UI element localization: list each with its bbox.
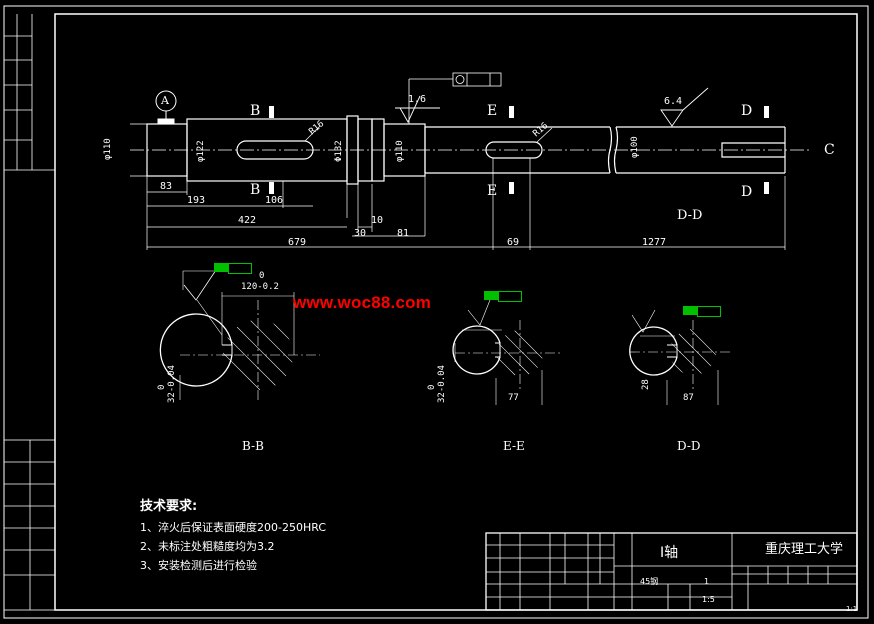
roughness-symbols bbox=[395, 87, 709, 127]
inner-border bbox=[54, 13, 858, 611]
dia-122: φ122 bbox=[196, 140, 206, 162]
part-name: Ⅰ轴 bbox=[660, 545, 679, 561]
radius-leaders bbox=[304, 125, 553, 143]
outer-border bbox=[3, 5, 869, 619]
e-width-dim: 77 bbox=[508, 393, 519, 403]
section-label-d: D-D bbox=[677, 439, 701, 453]
cut-letter-e-bottom: E bbox=[487, 183, 498, 199]
dim-1277: 1277 bbox=[642, 237, 667, 248]
dim-81: 81 bbox=[397, 228, 410, 239]
b-depth-zero: 0 bbox=[157, 384, 167, 390]
dim-10: 10 bbox=[371, 215, 384, 226]
watermark-text: www.woc88.com bbox=[293, 293, 432, 312]
tolerance-box-e bbox=[498, 291, 522, 302]
view-label-d-d-top: D-D bbox=[677, 208, 703, 223]
binding-strip bbox=[3, 14, 56, 611]
tolerance-flag-d bbox=[683, 306, 697, 315]
datum-a-symbol bbox=[155, 90, 177, 125]
dia-110-right: φ110 bbox=[395, 140, 405, 162]
section-label-b: B-B bbox=[242, 439, 264, 453]
dim-69: 69 bbox=[507, 237, 520, 248]
cut-letter-d-top: D bbox=[741, 103, 753, 119]
tolerance-flag-top bbox=[214, 263, 228, 272]
cut-letter-d-bottom: D bbox=[741, 184, 753, 200]
dim-30: 30 bbox=[354, 228, 367, 239]
scale: 1:5 bbox=[702, 595, 715, 604]
dim-679: 679 bbox=[288, 237, 307, 248]
roughness-1-6: 1.6 bbox=[408, 94, 427, 105]
section-d-d bbox=[629, 309, 730, 405]
dia-132: Φ132 bbox=[334, 140, 344, 162]
tech-req-item-1: 1、淬火后保证表面硬度200-250HRC bbox=[140, 521, 327, 534]
b-width-dim: 120-0.2 bbox=[241, 282, 279, 292]
arrow-letter-c: C bbox=[824, 142, 835, 158]
sheet-no: 1:1 bbox=[846, 605, 858, 613]
cut-letter-b-top: B bbox=[250, 103, 261, 119]
dim-106: 106 bbox=[265, 195, 284, 206]
dim-193: 193 bbox=[187, 195, 206, 206]
datum-a-label: A bbox=[161, 94, 169, 107]
dia-110-left: φ110 bbox=[103, 138, 113, 160]
tolerance-box-d bbox=[697, 306, 721, 317]
tech-req-heading: 技术要求: bbox=[140, 499, 198, 514]
school-name: 重庆理工大学 bbox=[765, 542, 844, 557]
material: 45钢 bbox=[640, 577, 659, 586]
cut-letter-b-bottom: B bbox=[250, 182, 261, 198]
quantity: 1 bbox=[704, 577, 710, 586]
title-block-lines bbox=[485, 532, 858, 611]
d-depth-dim: 28 bbox=[641, 379, 651, 390]
dimension-lines bbox=[130, 123, 786, 250]
section-e-e bbox=[452, 299, 560, 405]
b-depth-dim: 32-0.04 bbox=[167, 365, 177, 403]
dia-100: φ100 bbox=[630, 136, 640, 158]
tech-req-item-3: 3、安装检测后进行检验 bbox=[140, 559, 257, 572]
tolerance-frame-top bbox=[408, 72, 502, 124]
section-label-e: E-E bbox=[503, 439, 525, 453]
cut-letter-e-top: E bbox=[487, 103, 498, 119]
tech-req-item-2: 2、未标注处粗糙度均为3.2 bbox=[140, 540, 275, 553]
dim-83: 83 bbox=[160, 181, 173, 192]
roughness-6-4: 6.4 bbox=[664, 96, 683, 107]
tech-requirements: 技术要求: 1、淬火后保证表面硬度200-250HRC 2、未标注处粗糙度均为3… bbox=[140, 495, 326, 576]
d-width-dim: 87 bbox=[683, 393, 694, 403]
cut-markers bbox=[269, 106, 769, 194]
e-depth-zero: 0 bbox=[427, 384, 437, 390]
e-depth-dim: 32-0.04 bbox=[437, 365, 447, 403]
tolerance-box-b bbox=[228, 263, 252, 274]
b-width-zero: 0 bbox=[259, 271, 265, 281]
dim-422: 422 bbox=[238, 215, 257, 226]
tolerance-flag-e bbox=[484, 291, 498, 300]
